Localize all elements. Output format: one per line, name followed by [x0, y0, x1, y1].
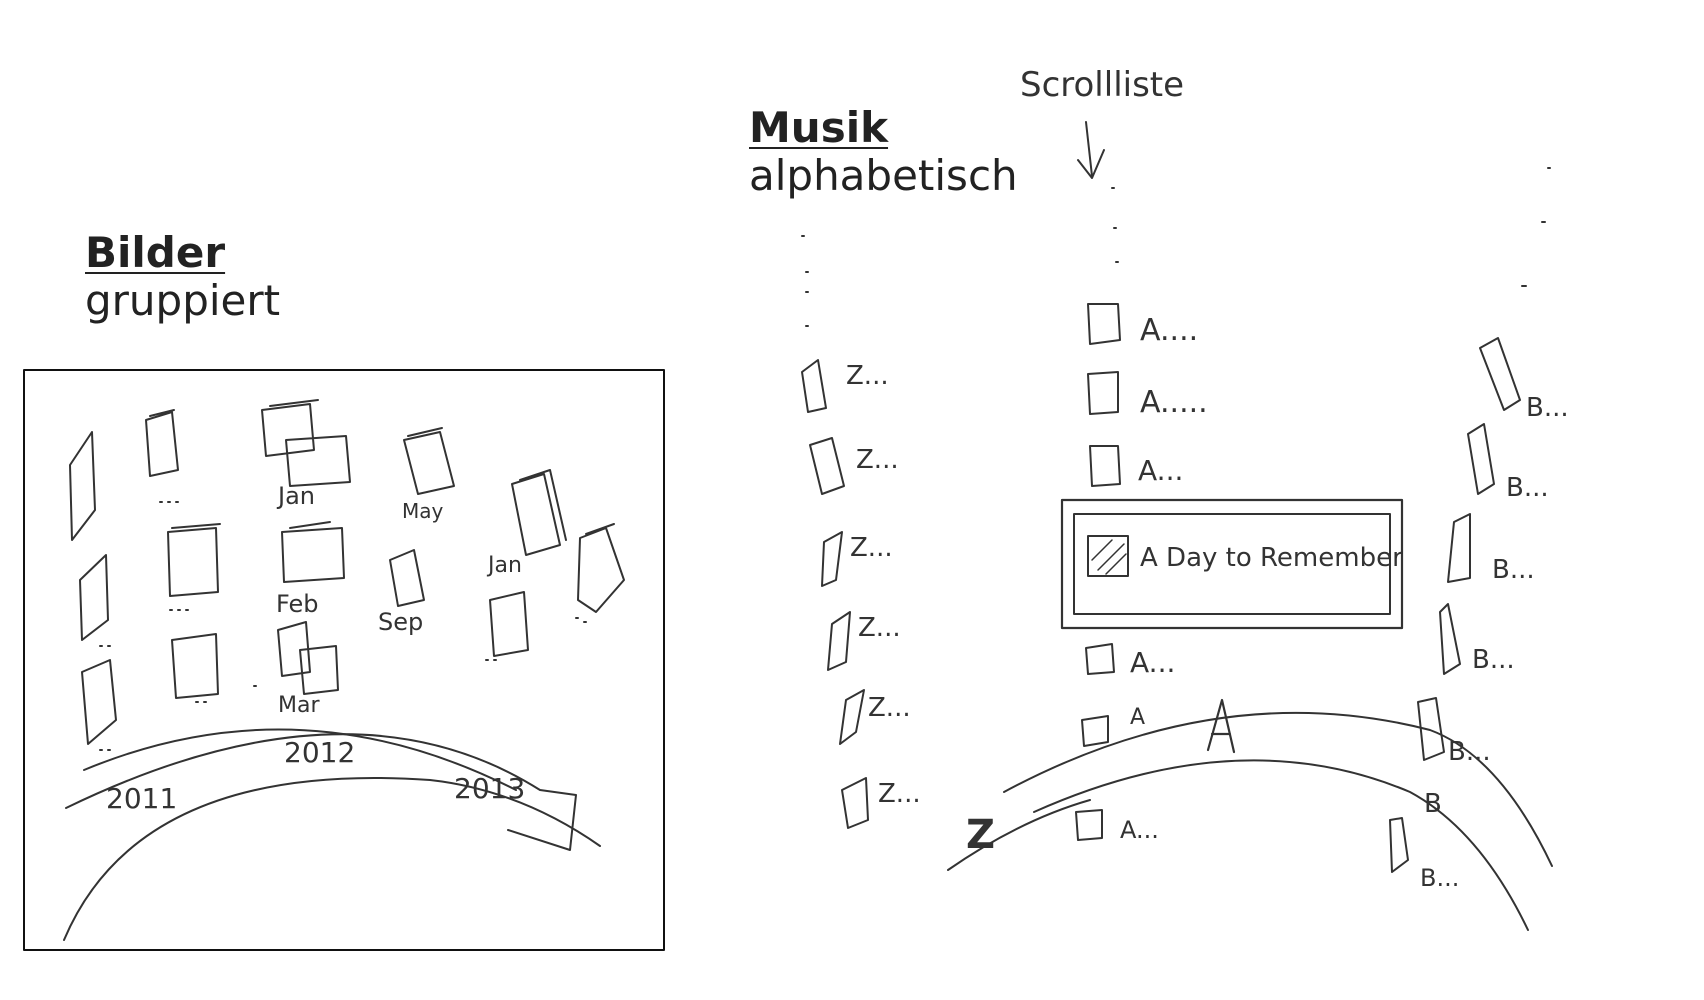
- bilder-subtitle: gruppiert: [85, 276, 281, 325]
- b-label[interactable]: B...: [1506, 473, 1549, 503]
- z-label[interactable]: Z...: [856, 445, 899, 475]
- album-icon-center: [1085, 643, 1115, 675]
- selected-item-outer[interactable]: [1060, 498, 1404, 630]
- album-icon-right: [1479, 337, 1521, 411]
- album-icon-left: [801, 359, 827, 413]
- photo-stack: [145, 409, 179, 477]
- album-icon-left: [809, 437, 845, 495]
- album-icon-right: [1417, 697, 1445, 761]
- selected-item-inner[interactable]: [1073, 513, 1391, 615]
- b-label[interactable]: B...: [1492, 555, 1535, 585]
- album-icon-right: [1439, 603, 1461, 675]
- musik-heading: Musik alphabetisch: [749, 107, 1018, 197]
- arc-marker-a: [1206, 698, 1236, 754]
- album-icon-left: [827, 611, 851, 671]
- year-label: 2013: [454, 772, 525, 805]
- b-label[interactable]: B...: [1448, 737, 1491, 767]
- a-label[interactable]: A...: [1130, 646, 1175, 679]
- bilder-heading: Bilder gruppiert: [85, 232, 280, 322]
- z-label[interactable]: Z...: [850, 533, 893, 563]
- z-label[interactable]: Z...: [868, 693, 911, 723]
- month-label: Mar: [278, 693, 320, 718]
- month-label: May: [402, 499, 444, 523]
- z-label[interactable]: Z...: [846, 361, 889, 391]
- album-icon-center: [1089, 445, 1121, 487]
- photo-stack: [167, 523, 221, 597]
- a-label[interactable]: A.....: [1140, 385, 1208, 420]
- arc-letter-b: B: [1424, 789, 1442, 819]
- bilder-panel-frame: [23, 369, 665, 951]
- album-icon-left: [839, 689, 865, 745]
- z-label[interactable]: Z...: [858, 613, 901, 643]
- photo-stack: [511, 469, 567, 556]
- album-icon-center: [1087, 371, 1119, 415]
- photo-stack: [171, 633, 219, 699]
- photo-stack: [281, 521, 345, 583]
- timeline-ribbon-upper: [83, 728, 517, 791]
- album-icon-right: [1467, 423, 1495, 495]
- album-icon-left: [841, 777, 869, 829]
- album-icon-right: [1389, 817, 1409, 873]
- selected-album-cover: [1087, 535, 1129, 577]
- album-icon-center: [1081, 715, 1109, 747]
- z-label[interactable]: Z...: [878, 779, 921, 809]
- musik-subtitle: alphabetisch: [749, 151, 1018, 200]
- photo-stack: [277, 621, 339, 695]
- photo-stack: [403, 427, 455, 495]
- album-icon-center: [1087, 303, 1121, 345]
- month-label: Jan: [276, 482, 315, 510]
- year-label: 2012: [284, 736, 355, 769]
- album-icon-center: [1075, 809, 1103, 841]
- timeline-base-arc: [63, 777, 601, 941]
- b-label[interactable]: B...: [1526, 393, 1569, 423]
- photo-stack: [389, 549, 425, 607]
- selected-item-label[interactable]: A Day to Remember: [1140, 543, 1403, 573]
- photo-stack: [69, 431, 96, 541]
- a-label[interactable]: A...: [1138, 454, 1183, 487]
- wheel-arc-top: [1003, 711, 1553, 867]
- wheel-arc-bottom: [1033, 759, 1529, 931]
- photo-stack: [79, 554, 109, 641]
- photo-stack: [577, 523, 625, 613]
- album-icon-left: [821, 531, 843, 587]
- month-label: Sep: [378, 608, 423, 636]
- musik-title: Musik: [749, 103, 889, 152]
- photo-stack: [489, 591, 529, 657]
- scroll-annotation: Scrollliste: [1020, 65, 1184, 105]
- album-icon-right: [1447, 513, 1471, 583]
- month-label: Feb: [276, 590, 319, 618]
- arc-letter-z: Z: [966, 812, 995, 858]
- a-label[interactable]: A: [1130, 705, 1145, 730]
- scroll-arrow: [1077, 121, 1105, 179]
- wheel-arc-left: [947, 799, 1091, 871]
- timeline-ribbon-top: [65, 733, 577, 851]
- a-label[interactable]: A...: [1120, 816, 1159, 844]
- a-label[interactable]: A....: [1140, 313, 1198, 348]
- b-label[interactable]: B...: [1472, 645, 1515, 675]
- month-label: Jan: [486, 553, 522, 578]
- b-label[interactable]: B...: [1420, 864, 1459, 892]
- year-label: 2011: [106, 782, 177, 815]
- photo-stack: [81, 659, 117, 745]
- photo-stack: [261, 399, 351, 487]
- bilder-title: Bilder: [85, 228, 226, 277]
